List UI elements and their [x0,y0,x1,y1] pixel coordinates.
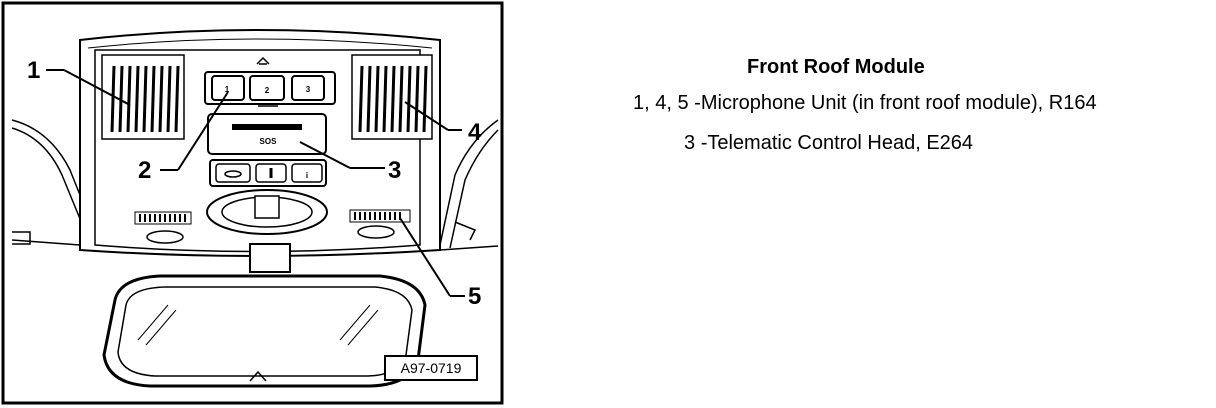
button-2 [249,75,285,101]
callout-4: 4 [468,119,482,146]
lower-right-microphone [349,209,411,239]
telematic-control-head: SOS [207,113,327,155]
legend-separator: - [700,132,708,154]
legend-numbers: 1, 4, 5 [633,92,689,114]
interior-light [206,189,328,235]
legend-numbers: 3 [684,132,696,154]
callout-5: 5 [468,283,481,310]
legend-row: 3 -Telematic Control Head, E264 [684,132,973,155]
callout-3: 3 [388,157,401,184]
lower-left-microphone [134,211,192,244]
right-microphone-grille [351,54,433,140]
button-2-label: 2 [265,86,270,95]
rearview-mirror [102,243,427,388]
callout-2: 2 [138,157,151,184]
telematic-buttons: 1 2 3 [204,71,336,107]
button-3 [291,75,325,101]
legend-title: Front Roof Module [747,56,925,78]
lower-button-label: i [306,171,308,180]
legend-row: 1, 4, 5 -Microphone Unit (in front roof … [633,92,1097,115]
roof-module-illustration: 1 2 3 SOS i [1,1,504,405]
button-1 [211,75,245,101]
button-1-label: 1 [225,85,230,94]
garage-icon [256,56,270,65]
legend-separator: - [694,92,701,114]
lower-buttons: i [209,159,327,187]
sos-label: SOS [260,137,278,146]
legend-text: Telematic Control Head, E264 [707,132,974,154]
reference-box: A97-0719 [384,355,478,381]
button-3-label: 3 [306,85,311,94]
reference-code: A97-0719 [401,360,462,376]
callout-1: 1 [27,57,40,84]
callout-leaders [46,69,465,297]
legend-text: Microphone Unit (in front roof module), … [700,92,1097,114]
